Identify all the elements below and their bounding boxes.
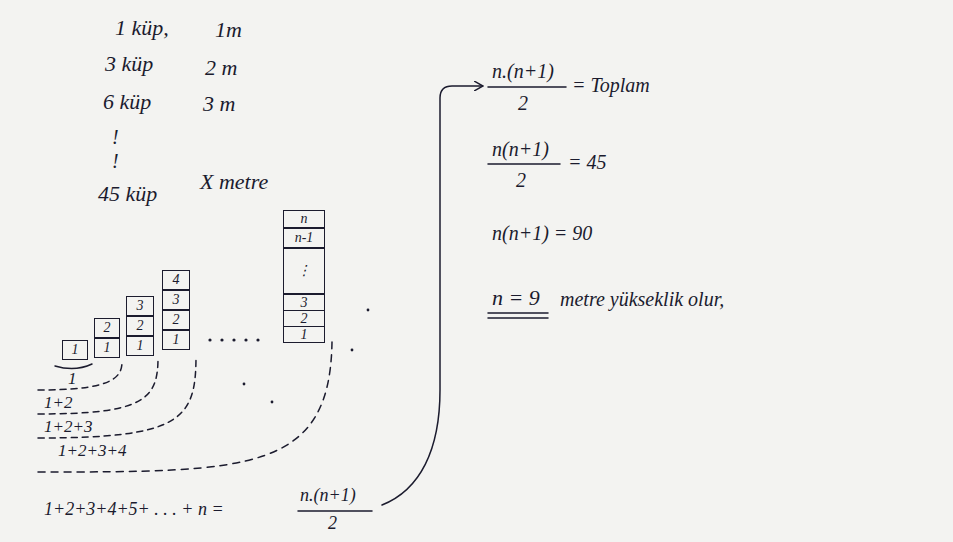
quantity-text: 45 küp [98, 182, 157, 206]
height-text: 1m [215, 18, 242, 42]
cube-number: 2 [301, 312, 308, 326]
cube-box: ⋮ [283, 248, 325, 294]
cube-box: n [283, 210, 325, 228]
sum-formula: 1+2+3+4+5+ . . . + n = [44, 500, 224, 520]
fraction-numerator: n.(n+1) [300, 486, 356, 506]
fraction-denominator: 2 [516, 169, 526, 191]
equation-text: = Toplam [572, 74, 650, 96]
result-text: n = 9 [492, 286, 540, 310]
cube-number: ⋮ [297, 264, 311, 278]
sum-label: 1+2+3+4 [58, 442, 126, 461]
quantity-text: 3 küp [105, 52, 153, 76]
cube-box: 3 [126, 296, 154, 316]
fraction-denominator: 2 [328, 514, 337, 534]
arrow-line [382, 86, 482, 505]
cube-number: 3 [173, 293, 180, 307]
cube-box: 1 [94, 338, 120, 358]
sum-label: 1 [68, 370, 77, 389]
height-text: 3 m [203, 92, 235, 116]
cube-box: 2 [94, 318, 120, 338]
cube-box: 4 [162, 270, 190, 290]
cube-number: 4 [173, 273, 180, 287]
equation-text: = 45 [568, 151, 607, 173]
cube-number: 2 [137, 319, 144, 333]
cube-box: n-1 [283, 228, 325, 248]
cube-number: 3 [301, 296, 308, 310]
fraction-bar [488, 86, 566, 88]
cube-number: 1 [104, 341, 111, 355]
double-underline [488, 317, 548, 319]
cube-number: 1 [137, 339, 144, 353]
result-text: metre yükseklik olur, [560, 288, 724, 310]
cube-box: 1 [162, 330, 190, 350]
sum-arc [38, 358, 158, 414]
cube-number: 1 [173, 333, 180, 347]
quantity-text: 1 küp, [115, 16, 169, 40]
height-text: 2 m [205, 56, 237, 80]
sum-arc [38, 356, 196, 438]
fraction-numerator: n(n+1) [492, 138, 549, 160]
quantity-text: 6 küp [103, 90, 151, 114]
cube-box: 2 [126, 316, 154, 336]
double-underline [488, 312, 548, 314]
cube-box: 2 [162, 310, 190, 330]
cube-box: 1 [62, 340, 88, 360]
ellipsis-dots [208, 309, 369, 404]
continuation-mark: ! [112, 126, 119, 148]
equation-text: n(n+1) = 90 [492, 222, 592, 244]
sum-arc [38, 362, 122, 390]
sum-arc [38, 342, 332, 472]
cube-number: 1 [301, 328, 308, 342]
cube-number: 2 [173, 313, 180, 327]
cube-box: 1 [283, 326, 325, 343]
cube-number: n-1 [295, 231, 314, 245]
fraction-denominator: 2 [518, 92, 528, 114]
cube-number: 2 [104, 321, 111, 335]
sum-label: 1+2+3 [44, 418, 92, 437]
cube-box: 1 [126, 336, 154, 356]
continuation-mark: ! [112, 150, 119, 172]
cube-box: 2 [283, 310, 325, 327]
cube-box: 3 [162, 290, 190, 310]
cube-number: n [301, 212, 308, 226]
fraction-bar [488, 163, 560, 165]
cube-box: 3 [283, 294, 325, 311]
fraction-bar [298, 510, 372, 512]
cube-number: 3 [137, 299, 144, 313]
sum-label: 1+2 [44, 394, 72, 413]
sum-arc [55, 364, 92, 369]
fraction-numerator: n.(n+1) [492, 60, 554, 82]
height-text: X metre [200, 170, 268, 194]
cube-number: 1 [72, 343, 79, 357]
